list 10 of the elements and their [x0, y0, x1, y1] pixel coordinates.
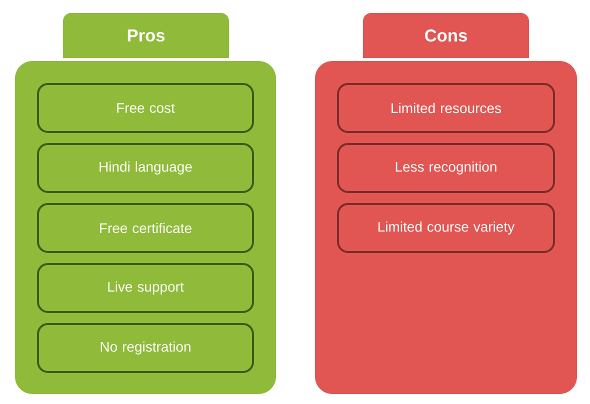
item-box: Limited resources — [337, 83, 555, 133]
item-box: Hindi language — [37, 143, 254, 193]
item-box: Limited course variety — [337, 203, 555, 253]
item-box: Free cost — [37, 83, 254, 133]
header-tab: Pros — [63, 13, 229, 58]
item-box: No registration — [37, 323, 254, 373]
item-box: Live support — [37, 263, 254, 313]
header-tab: Cons — [363, 13, 529, 58]
item-box: Less recognition — [337, 143, 555, 193]
item-box: Free certificate — [37, 203, 254, 253]
